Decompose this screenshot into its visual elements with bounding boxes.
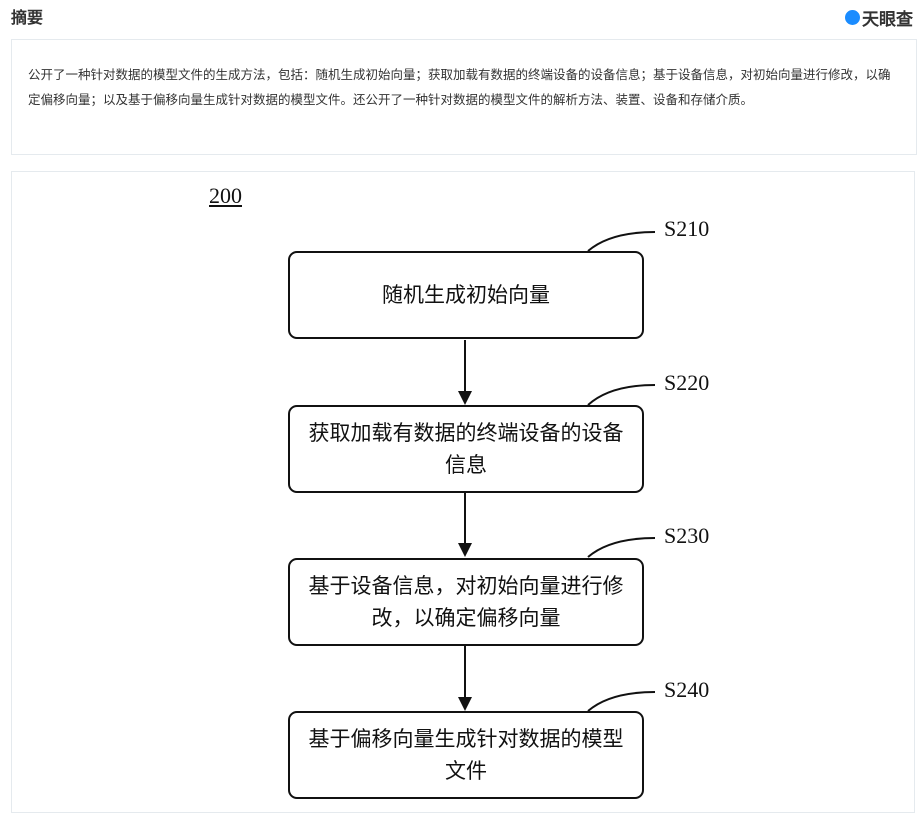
abstract-heading: 摘要 <box>11 8 44 27</box>
step-label: S240 <box>664 677 710 702</box>
tianyancha-logo[interactable]: 天眼查 <box>845 5 913 30</box>
step-box: 基于偏移向量生成针对数据的模型文件 <box>288 711 644 799</box>
figure-number: 200 <box>209 183 242 208</box>
step-label: S220 <box>664 370 710 395</box>
step-box: 获取加载有数据的终端设备的设备信息 <box>288 405 644 493</box>
logo-icon <box>845 10 860 25</box>
logo-text: 天眼查 <box>862 10 913 30</box>
abstract-text: 公开了一种针对数据的模型文件的生成方法，包括：随机生成初始向量；获取加载有数据的… <box>11 39 917 155</box>
step-label: S210 <box>664 216 710 241</box>
step-box: 基于设备信息，对初始向量进行修改，以确定偏移向量 <box>288 558 644 646</box>
step-label: S230 <box>664 523 710 548</box>
step-box: 随机生成初始向量 <box>288 251 644 339</box>
